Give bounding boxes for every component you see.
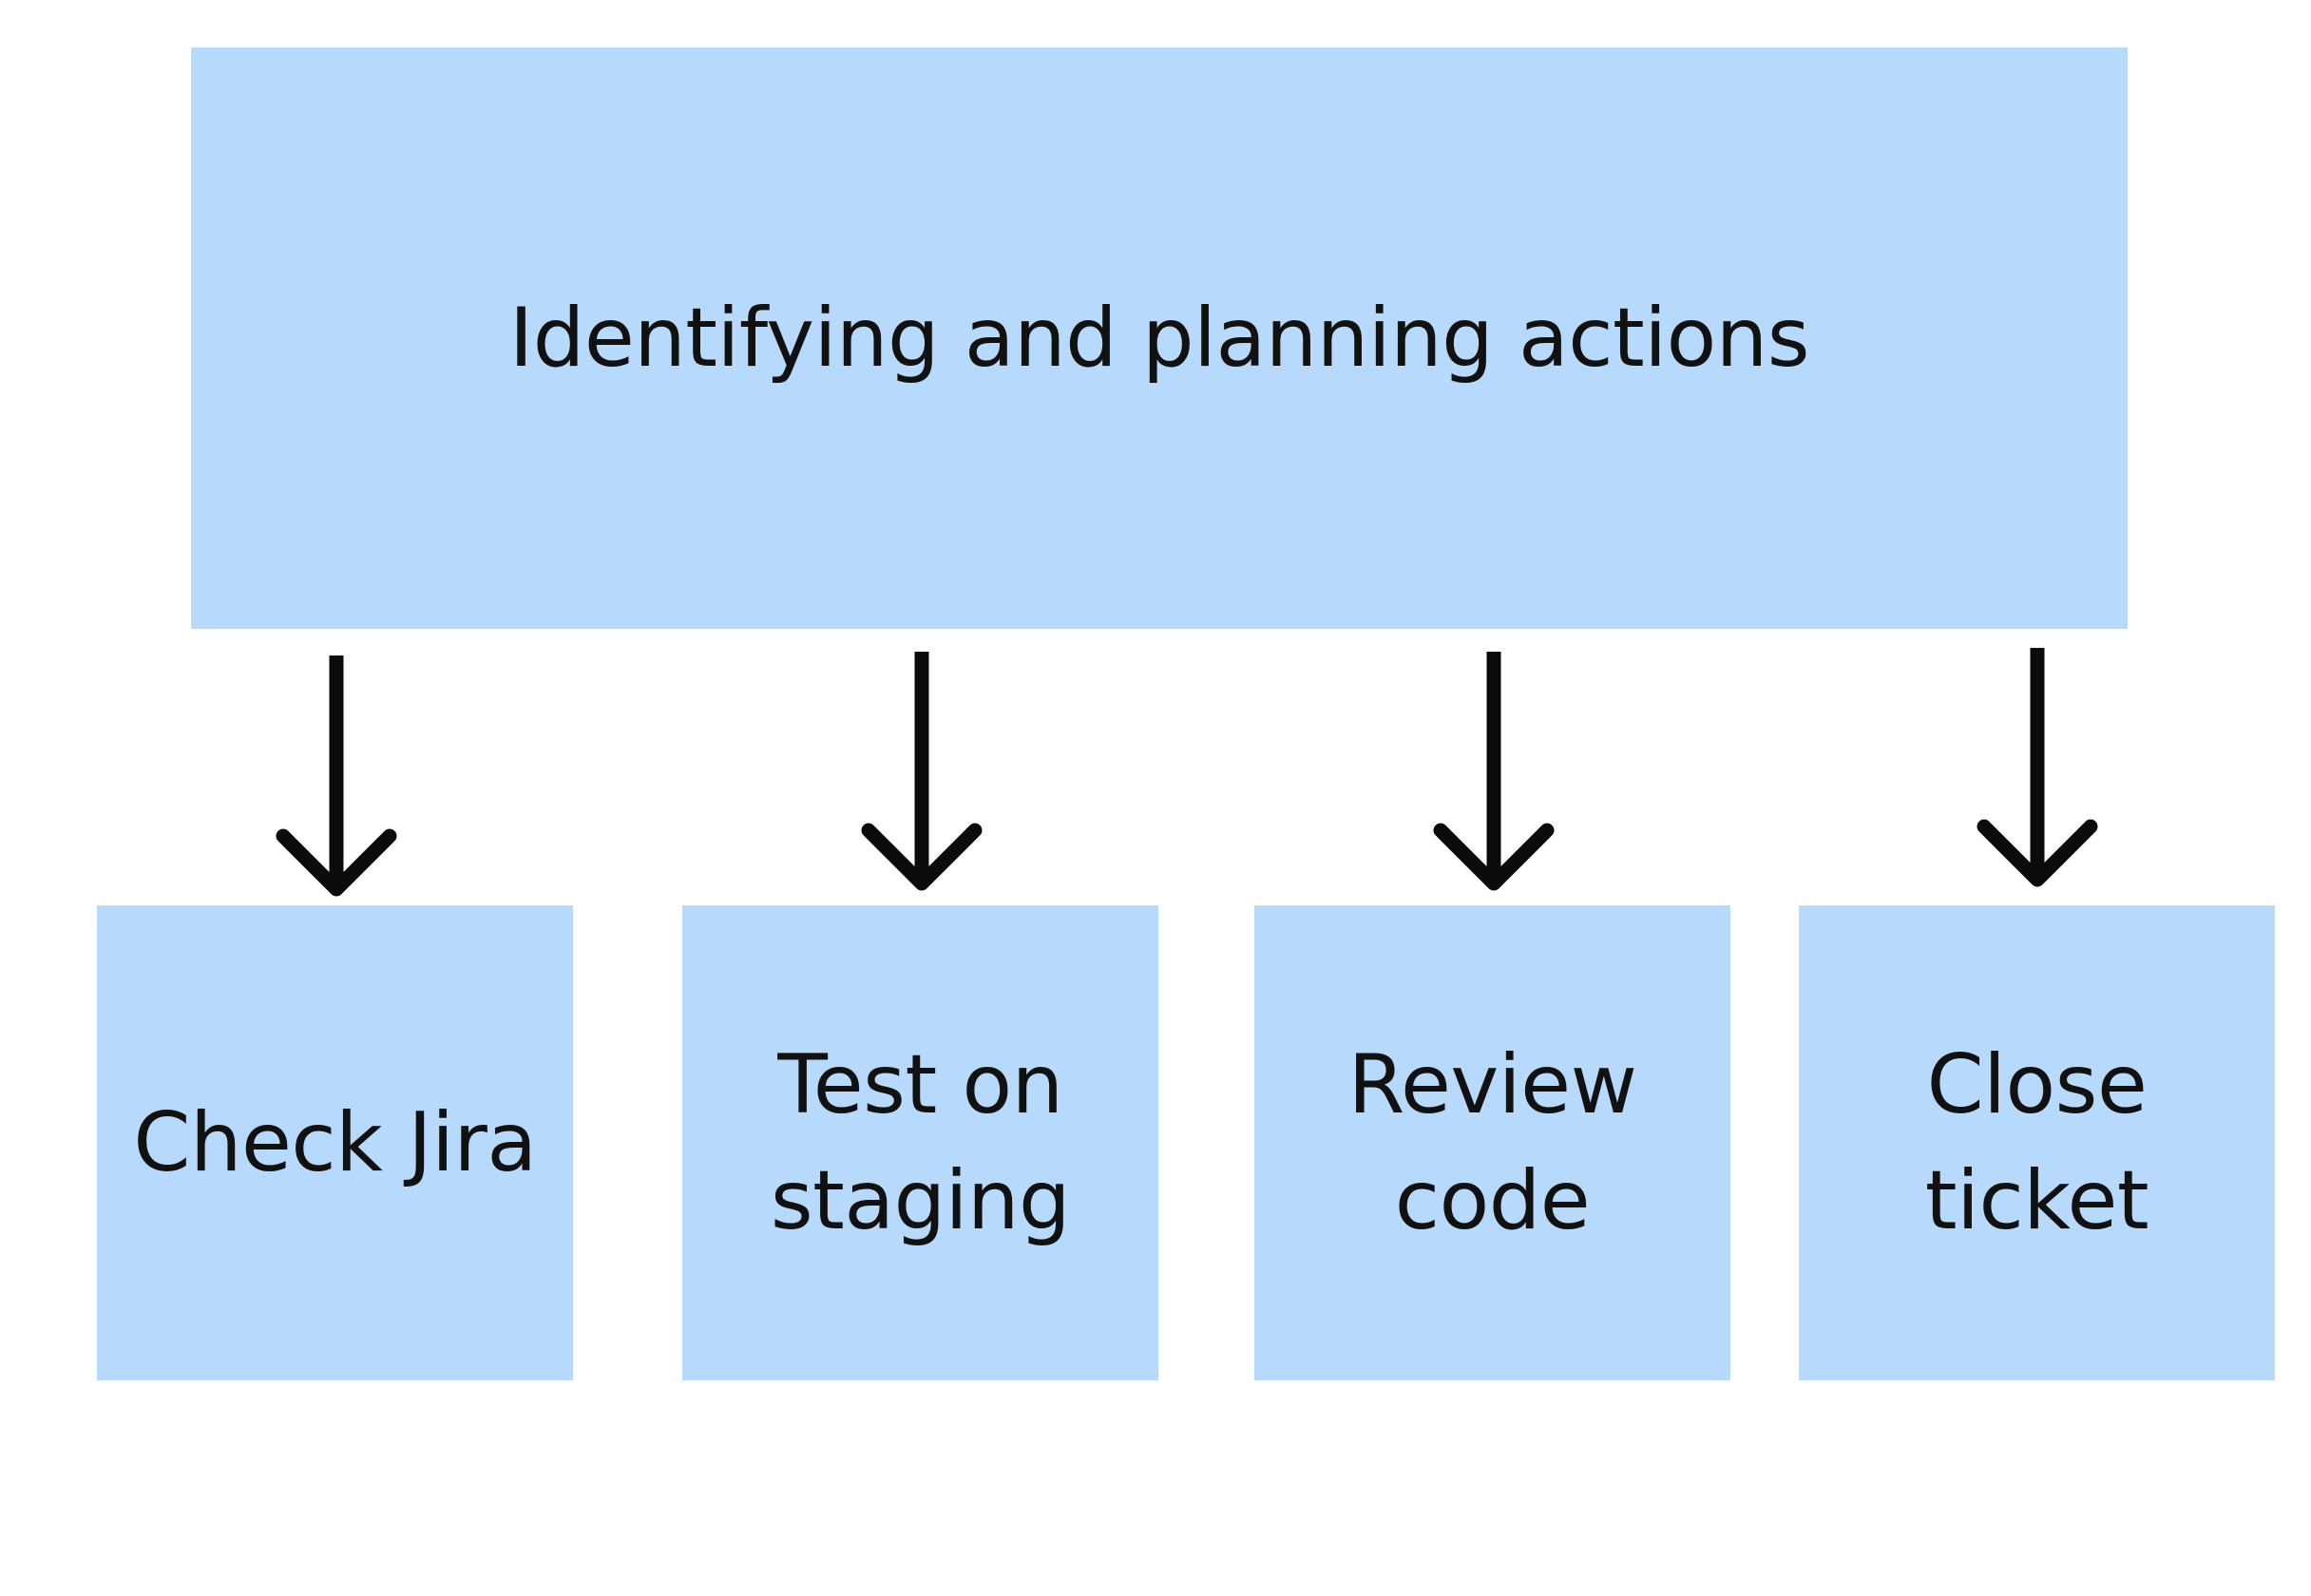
arrow-to-test-on-staging [861, 652, 983, 891]
planning-box: Identifying and planning actions [191, 48, 2128, 629]
step-box-close-ticket: Close ticket [1799, 905, 2275, 1380]
planning-label: Identifying and planning actions [508, 291, 1810, 386]
step-box-test-on-staging: Test on staging [682, 905, 1158, 1380]
step-box-check-jira: Check Jira [97, 905, 573, 1380]
arrow-to-review-code [1433, 652, 1555, 891]
step-label: Review code [1347, 1037, 1637, 1248]
arrow-to-close-ticket [1977, 648, 2098, 887]
step-label: Check Jira [133, 1095, 537, 1190]
step-label: Close ticket [1924, 1037, 2149, 1248]
step-label: Test on staging [770, 1037, 1071, 1248]
arrow-to-check-jira [276, 656, 397, 897]
step-box-review-code: Review code [1254, 905, 1730, 1380]
